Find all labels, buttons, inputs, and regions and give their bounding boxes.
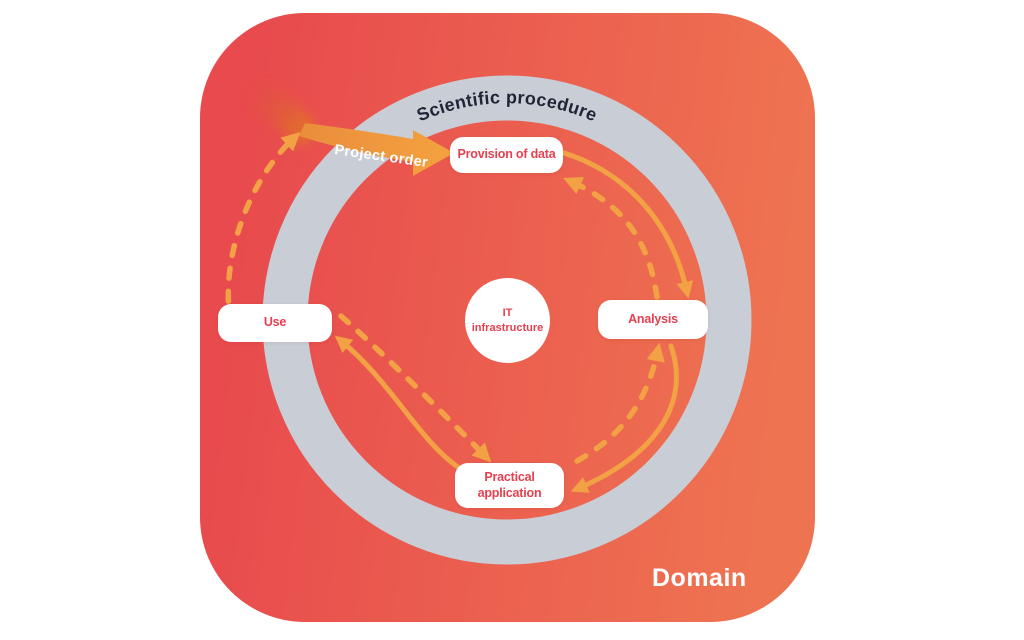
node-provision-of-data: Provision of data [450,137,563,173]
it-infrastructure-hub: IT infrastructure [465,278,550,363]
node-use: Use [218,304,332,342]
node-practical-application: Practical application [455,463,564,508]
flow-arc-use-to-project-order-dashed [225,131,301,327]
node-use-label: Use [263,315,287,330]
node-analysis: Analysis [598,300,708,339]
flow-arc-practical-to-analysis-dashed [574,342,665,464]
node-practical-label: Practical application [477,469,542,500]
node-provision-label: Provision of data [457,147,556,162]
hub-label-line1: IT [502,307,513,320]
flow-arc-analysis-to-provision-dashed [563,177,660,300]
flow-arc-analysis-to-practical [570,343,679,493]
node-analysis-label: Analysis [628,311,678,326]
entry-arrow-fade-tail [234,74,316,144]
project-order-arrow [299,123,454,176]
domain-label: Domain [652,564,747,592]
flow-arc-practical-to-use [334,335,464,472]
flow-arc-provision-to-analysis [558,149,694,299]
flow-arc-use-to-practical-dashed [338,313,492,463]
hub-label-line2: infrastructure [471,321,544,334]
